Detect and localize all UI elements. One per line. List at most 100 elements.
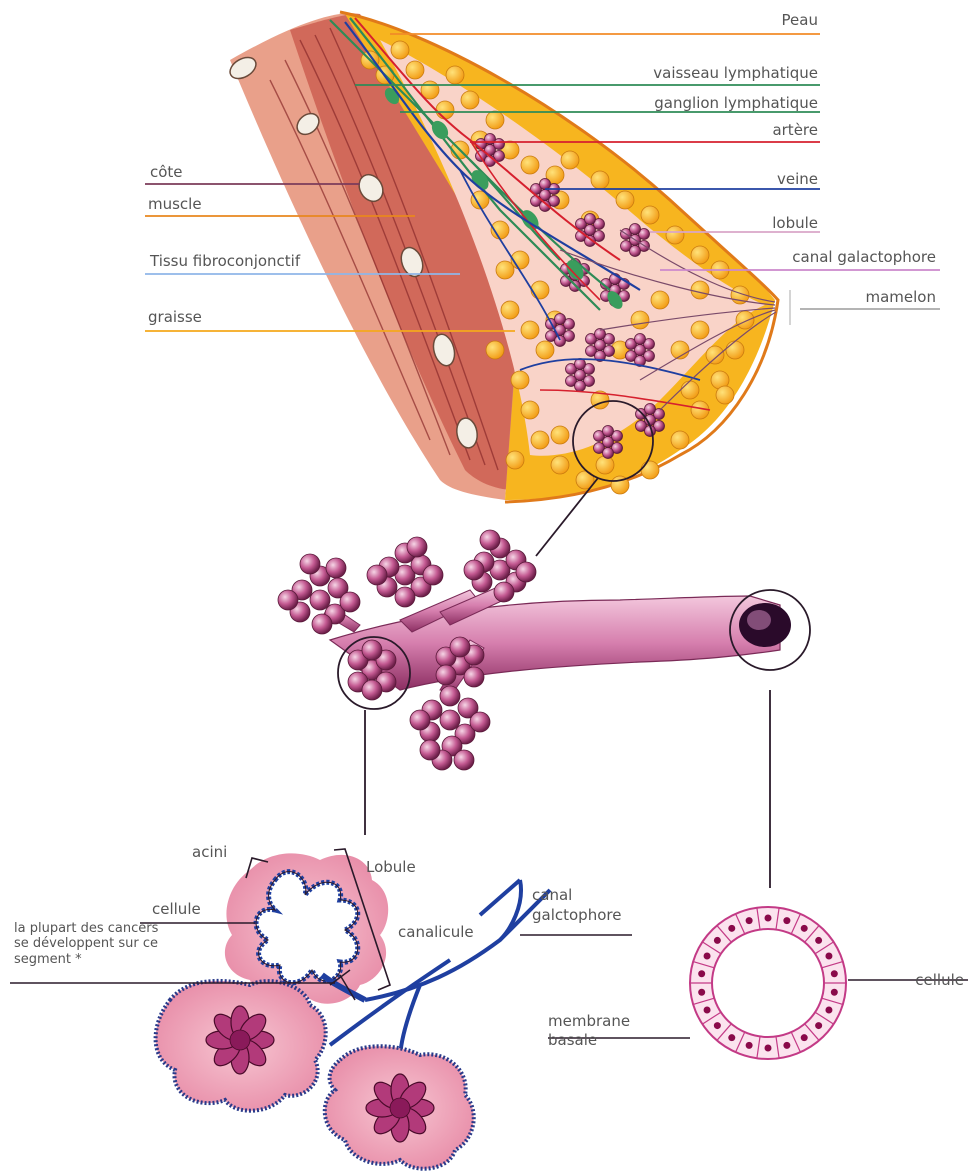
fat-globule (641, 206, 659, 224)
fat-globule (681, 381, 699, 399)
fat-globule (716, 386, 734, 404)
label-cancer-line-3: segment * (14, 953, 82, 967)
lobule-acinus (436, 665, 456, 685)
lobule-acinus (440, 710, 460, 730)
acinus-center (230, 1030, 250, 1050)
lobule-acinus (585, 214, 596, 225)
fat-globule (391, 41, 409, 59)
duct-lumen (712, 929, 824, 1037)
fat-globule (531, 431, 549, 449)
fat-globule (671, 431, 689, 449)
fat-globule (496, 261, 514, 279)
fat-globule (511, 371, 529, 389)
lobule-acinus (494, 582, 514, 602)
fat-globule (521, 156, 539, 174)
fat-globule (521, 321, 539, 339)
fat-globule (641, 461, 659, 479)
cell-nucleus (704, 1007, 711, 1014)
fat-globule (631, 311, 649, 329)
lobule-acinus (420, 740, 440, 760)
lobule-acinus (540, 179, 551, 190)
fat-globule (736, 311, 754, 329)
cell-nucleus (825, 952, 832, 959)
cell-nucleus (825, 1007, 832, 1014)
lobule-acinus (635, 334, 646, 345)
lobule-acinus (470, 712, 490, 732)
label-membrane-1: membrane (548, 1012, 630, 1030)
cell-nucleus (815, 1022, 822, 1029)
lobule-acinus (464, 667, 484, 687)
label-cancer-line-1: la plupart des cancers (14, 922, 158, 936)
label-artere: artère (772, 121, 818, 139)
lobule-acinus (464, 560, 484, 580)
label-cote: côte (150, 163, 183, 181)
lobule-acinus (630, 246, 641, 257)
label-veine: veine (777, 170, 818, 188)
fat-globule (691, 321, 709, 339)
lobule-acinus (312, 614, 332, 634)
lobule-acinus (340, 592, 360, 612)
fat-globule (406, 61, 424, 79)
fat-globule (551, 456, 569, 474)
lobule-acinus (362, 680, 382, 700)
fat-globule (691, 246, 709, 264)
fat-globule (726, 341, 744, 359)
fat-globule (486, 341, 504, 359)
lobule-acinus (423, 565, 443, 585)
lobule-acinus (603, 448, 614, 459)
cell-nucleus (746, 917, 753, 924)
fat-globule (461, 91, 479, 109)
cell-nucleus (783, 1042, 790, 1049)
fat-globule (651, 291, 669, 309)
lobule-acinus (480, 530, 500, 550)
lobule-acinus (603, 426, 614, 437)
cell-nucleus (801, 1034, 808, 1041)
lobule-acinus (310, 590, 330, 610)
label-canal-galctophore-2: galctophore (532, 906, 621, 924)
cell-nucleus (698, 970, 705, 977)
label-membrane-2: basale (548, 1031, 597, 1049)
label-canal-galactophore: canal galactophore (792, 248, 936, 266)
lobule-acinus (516, 562, 536, 582)
lobule-acinus (575, 381, 586, 392)
duct-opening-highlight (747, 610, 771, 630)
fat-globule (436, 101, 454, 119)
lobule-acinus (575, 359, 586, 370)
fat-globule (616, 191, 634, 209)
label-vaisseau-lymphatique: vaisseau lymphatique (653, 64, 818, 82)
lobule-acinus (450, 637, 470, 657)
label-peau: Peau (782, 11, 818, 29)
lobule-acinus (300, 554, 320, 574)
label-canalicule: canalicule (398, 923, 474, 941)
main-duct (330, 596, 780, 690)
lobule-acinus (362, 640, 382, 660)
cell-nucleus (704, 952, 711, 959)
label-lobule: lobule (772, 214, 818, 232)
lobule-acinus (555, 314, 566, 325)
label-acini: acini (192, 843, 227, 861)
duct-cross-section (548, 907, 968, 1059)
fat-globule (666, 226, 684, 244)
label-canal-galctophore-1: canal (532, 886, 572, 904)
lobule-acinus (645, 404, 656, 415)
fat-globule (706, 346, 724, 364)
cell-nucleus (765, 1045, 772, 1052)
label-cellule-left: cellule (152, 900, 201, 918)
fat-globule (486, 111, 504, 129)
cell-nucleus (728, 1034, 735, 1041)
lobule-acinus (595, 329, 606, 340)
cell-nucleus (801, 925, 808, 932)
label-muscle: muscle (148, 195, 202, 213)
label-lobule-big: Lobule (366, 858, 416, 876)
label-cellule-right: cellule (915, 971, 964, 989)
lobule-acinus (367, 565, 387, 585)
cell-nucleus (815, 937, 822, 944)
label-cancer-line-2: se développent sur ce (14, 937, 158, 951)
cell-nucleus (746, 1042, 753, 1049)
label-tissu-fibroconjonctif: Tissu fibroconjonctif (150, 252, 300, 270)
fat-globule (596, 456, 614, 474)
lobule-acinus (395, 587, 415, 607)
label-ganglion-lymphatique: ganglion lymphatique (654, 94, 818, 112)
fat-globule (506, 451, 524, 469)
